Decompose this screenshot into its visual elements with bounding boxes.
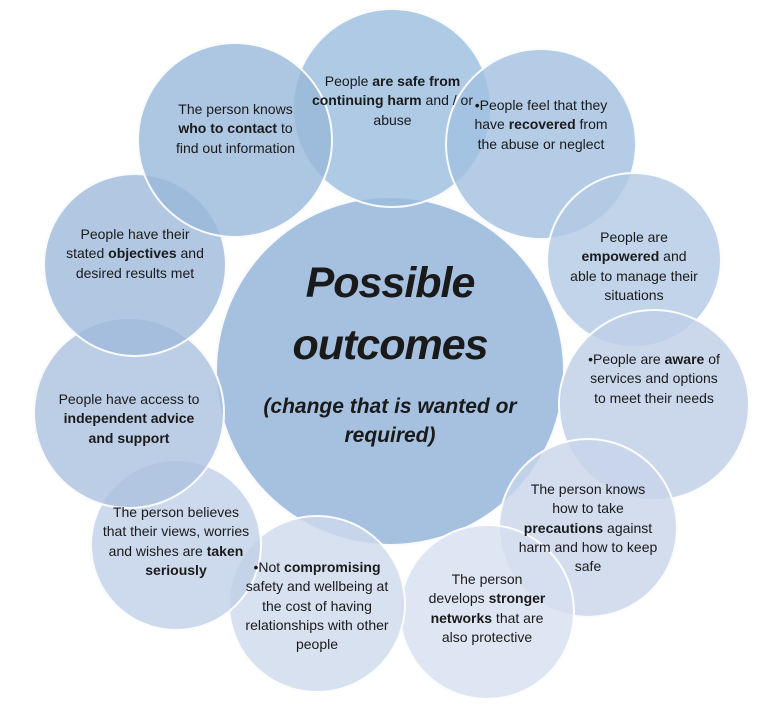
bubble-empowered-label: People are empowered and able to manage … [570, 229, 698, 303]
bubble-contact [137, 42, 333, 238]
bubble-contact-label: The person knows who to contact to find … [175, 101, 296, 156]
bubble-aware-label: •People are aware of services and option… [588, 351, 720, 406]
bubble-objectives-label: People have their stated objectives and … [66, 226, 204, 281]
bubble-access-label: People have access to independent advice… [58, 391, 200, 446]
bubble-believes-label: The person believes that their views, wo… [102, 504, 250, 578]
bubble-safe-label: People are safe from continuing harm and… [311, 73, 474, 128]
bubble-precautions-label: The person knows how to take precautions… [518, 481, 658, 575]
diagram-subtitle: (change that is wanted or required) [263, 395, 517, 448]
diagram-title: Possible outcomes [292, 259, 488, 370]
bubble-recovered-label: •People feel that they have recovered fr… [474, 97, 608, 152]
bubble-networks-label: The person develops stronger networks th… [428, 571, 546, 645]
bubble-compromising-label: •Not compromising safety and wellbeing a… [245, 559, 389, 653]
